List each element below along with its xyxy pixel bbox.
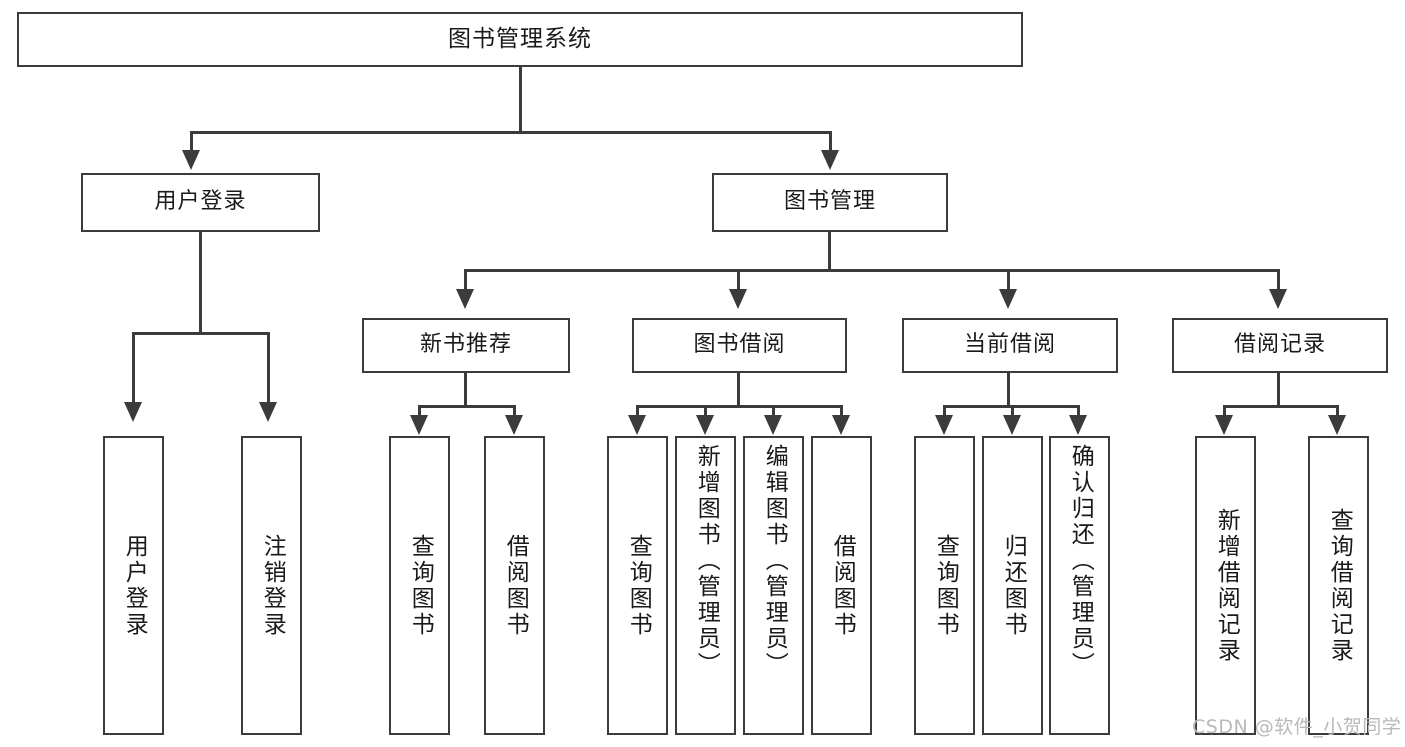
connector-br-drop-2 <box>1336 405 1339 417</box>
connector-level2-drop-2 <box>737 269 740 291</box>
connector-bb-drop-2 <box>704 405 707 417</box>
node-book-borrow[interactable]: 图书借阅 <box>632 318 847 373</box>
connector-bb-drop-1 <box>636 405 639 417</box>
leaf-cb-query-book[interactable]: 查询图书 <box>914 436 975 735</box>
arrow-to-user-login <box>182 150 200 170</box>
leaf-logout[interactable]: 注销登录 <box>241 436 302 735</box>
connector-bb-drop-4 <box>840 405 843 417</box>
arrow-to-cb-leaf-3 <box>1069 415 1087 435</box>
connector-book-management-stem <box>828 232 831 272</box>
leaf-nbr-query-book[interactable]: 查询图书 <box>389 436 450 735</box>
arrow-to-bb-leaf-1 <box>628 415 646 435</box>
leaf-br-add-record[interactable]: 新增借阅记录 <box>1195 436 1256 735</box>
node-new-book-recommend[interactable]: 新书推荐 <box>362 318 570 373</box>
connector-book-borrow-stem <box>737 373 740 408</box>
leaf-user-login[interactable]: 用户登录 <box>103 436 164 735</box>
connector-user-login-drop-1 <box>132 332 135 404</box>
leaf-br-query-record[interactable]: 查询借阅记录 <box>1308 436 1369 735</box>
arrow-to-book-borrow <box>729 289 747 309</box>
connector-user-login-stem <box>199 232 202 334</box>
leaf-bb-add-book-admin[interactable]: 新增图书（管理员） <box>675 436 736 735</box>
node-user-login[interactable]: 用户登录 <box>81 173 320 232</box>
connector-cb-drop-1 <box>943 405 946 417</box>
arrow-to-borrow-record <box>1269 289 1287 309</box>
arrow-to-new-book-recommend <box>456 289 474 309</box>
connector-user-login-drop-2 <box>267 332 270 404</box>
arrow-to-current-borrow <box>999 289 1017 309</box>
csdn-watermark: CSDN @软件_小贺同学 <box>1192 716 1402 738</box>
connector-level1-drop-right <box>829 131 832 153</box>
connector-cb-drop-3 <box>1077 405 1080 417</box>
connector-level2-drop-4 <box>1277 269 1280 291</box>
arrow-to-logout-leaf <box>259 402 277 422</box>
leaf-bb-query-book[interactable]: 查询图书 <box>607 436 668 735</box>
connector-nbr-drop-2 <box>513 405 516 417</box>
connector-root-stem <box>519 67 522 133</box>
connector-level1-bus <box>190 131 832 134</box>
connector-new-book-recommend-bus <box>418 405 516 408</box>
node-current-borrow[interactable]: 当前借阅 <box>902 318 1118 373</box>
leaf-cb-return-book[interactable]: 归还图书 <box>982 436 1043 735</box>
connector-bb-drop-3 <box>772 405 775 417</box>
connector-nbr-drop-1 <box>418 405 421 417</box>
arrow-to-user-login-leaf <box>124 402 142 422</box>
connector-br-drop-1 <box>1223 405 1226 417</box>
arrow-to-book-management <box>821 150 839 170</box>
connector-user-login-bus <box>132 332 270 335</box>
connector-level2-drop-1 <box>464 269 467 291</box>
leaf-cb-confirm-return-admin[interactable]: 确认归还（管理员） <box>1049 436 1110 735</box>
connector-borrow-record-stem <box>1277 373 1280 408</box>
arrow-to-bb-leaf-3 <box>764 415 782 435</box>
connector-new-book-recommend-stem <box>464 373 467 408</box>
connector-borrow-record-bus <box>1223 405 1338 408</box>
arrow-to-br-leaf-2 <box>1328 415 1346 435</box>
leaf-bb-borrow-book[interactable]: 借阅图书 <box>811 436 872 735</box>
arrow-to-nbr-leaf-2 <box>505 415 523 435</box>
arrow-to-cb-leaf-1 <box>935 415 953 435</box>
arrow-to-nbr-leaf-1 <box>410 415 428 435</box>
node-borrow-record[interactable]: 借阅记录 <box>1172 318 1388 373</box>
node-book-management[interactable]: 图书管理 <box>712 173 948 232</box>
connector-level2-bus <box>464 269 1280 272</box>
leaf-nbr-borrow-book[interactable]: 借阅图书 <box>484 436 545 735</box>
connector-level1-drop-left <box>190 131 193 153</box>
arrow-to-br-leaf-1 <box>1215 415 1233 435</box>
leaf-bb-edit-book-admin[interactable]: 编辑图书（管理员） <box>743 436 804 735</box>
connector-level2-drop-3 <box>1007 269 1010 291</box>
connector-book-borrow-bus <box>636 405 843 408</box>
node-root-library-management-system[interactable]: 图书管理系统 <box>17 12 1023 67</box>
connector-cb-drop-2 <box>1011 405 1014 417</box>
arrow-to-bb-leaf-4 <box>832 415 850 435</box>
arrow-to-cb-leaf-2 <box>1003 415 1021 435</box>
connector-current-borrow-stem <box>1007 373 1010 408</box>
arrow-to-bb-leaf-2 <box>696 415 714 435</box>
